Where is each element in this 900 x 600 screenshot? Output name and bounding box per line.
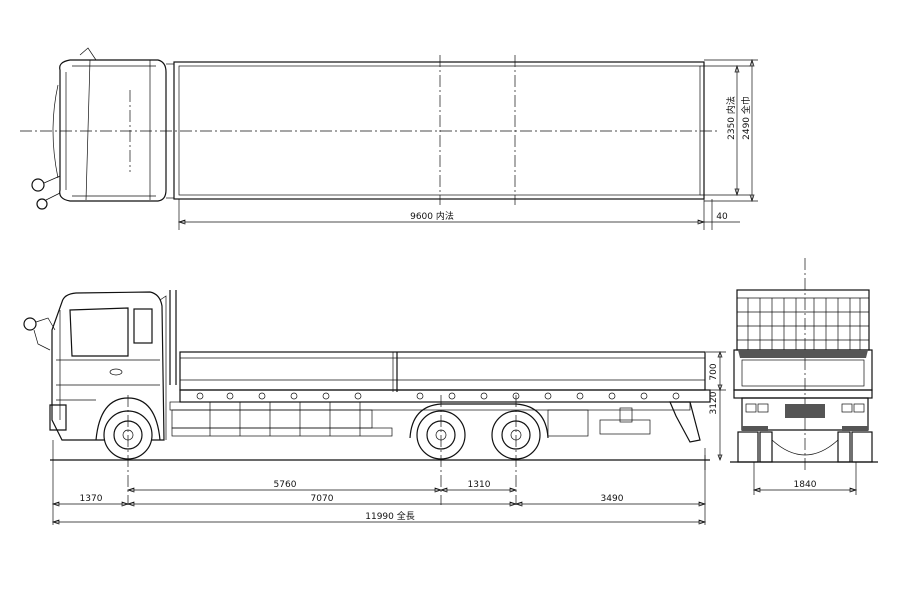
front-wheel <box>95 397 161 460</box>
overall-length-label: 11990 全長 <box>365 510 415 522</box>
plan-inner-width-label: 2350 内法 <box>725 96 737 140</box>
wheelbase-label: 7070 <box>311 494 334 504</box>
plan-length-dimension: 9600 内法 40 <box>177 199 740 230</box>
plan-overall-width-label: 2490 全巾 <box>740 96 752 140</box>
rear-track-dimension: 1840 <box>752 462 858 495</box>
plan-view: 9600 内法 40 2350 内法 2490 全巾 <box>20 47 758 230</box>
side-dimension-row-1: 5760 1310 <box>126 480 518 493</box>
side-view: 5760 1310 1370 7070 3490 11990 全長 700 31… <box>23 290 726 525</box>
side-cab <box>23 290 177 441</box>
side-gate-height-label: 700 <box>709 363 719 380</box>
front-overhang-label: 1370 <box>80 494 103 504</box>
plan-rear-overhang-label: 40 <box>716 212 728 222</box>
side-height-dimensions: 700 3120 <box>706 351 726 461</box>
side-dimension-overall: 11990 全長 <box>51 510 707 525</box>
rear-track-label: 1840 <box>794 480 817 490</box>
side-rear-overhang-label: 3490 <box>601 494 624 504</box>
plan-cargo-bed <box>173 61 705 200</box>
plan-cab <box>31 47 167 210</box>
side-cargo-bed <box>179 351 711 403</box>
rear-axle-spacing-label: 1310 <box>468 480 491 490</box>
plan-inner-length-label: 9600 内法 <box>410 210 454 222</box>
bed-height-label: 3120 <box>709 391 719 414</box>
rear-view: 1840 <box>730 258 878 495</box>
side-chassis <box>169 401 701 443</box>
plan-width-dimensions: 2350 内法 2490 全巾 <box>700 58 758 203</box>
side-dimension-row-2: 1370 7070 3490 <box>51 494 707 507</box>
first-to-rear-axle-label: 5760 <box>274 480 297 490</box>
